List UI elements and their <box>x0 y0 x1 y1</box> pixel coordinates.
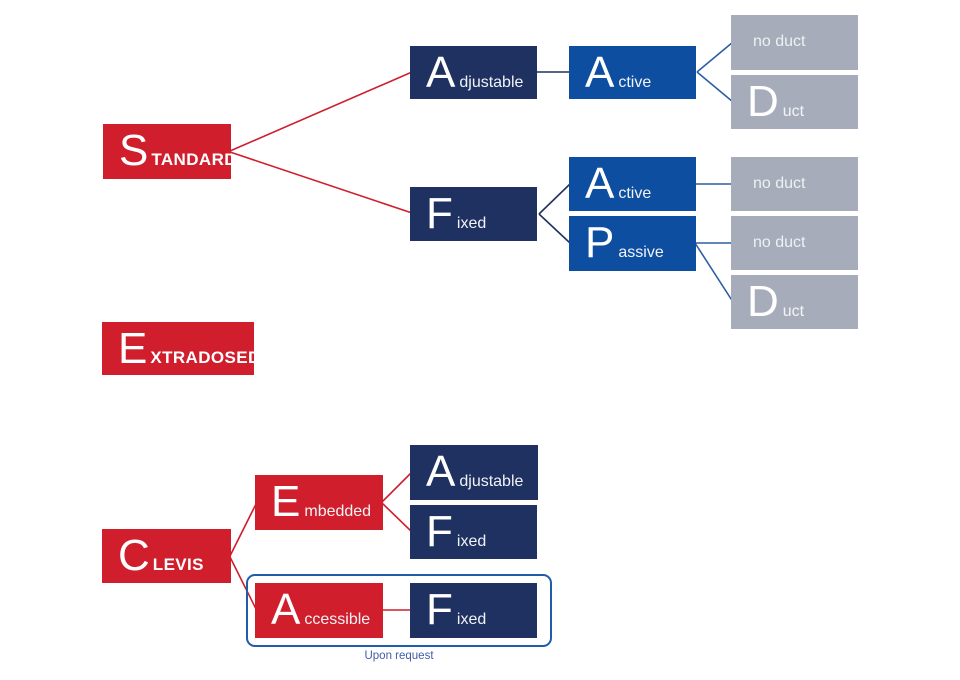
node-label: ctive <box>618 185 652 202</box>
connector-fixed-active <box>538 183 571 215</box>
node-label: XTRADOSED <box>150 348 254 367</box>
connector-clevis-embedded <box>229 501 258 557</box>
node-label: assive <box>618 244 664 261</box>
node-label: mbedded <box>304 503 372 520</box>
node-no-duct-top: no duct <box>731 15 858 70</box>
upon-request-group-outline <box>246 574 552 647</box>
node-initial: A <box>426 447 456 496</box>
connector-passive-duct <box>694 242 734 303</box>
node-initial: A <box>426 48 456 97</box>
node-initial: A <box>271 585 301 634</box>
node-initial: S <box>119 126 149 175</box>
node-initial: P <box>585 218 615 267</box>
node-initial: A <box>585 159 615 208</box>
node-initial: A <box>585 48 615 97</box>
node-initial: F <box>426 585 453 634</box>
node-label: uct <box>782 303 805 320</box>
node-label: ixed <box>456 611 487 628</box>
node-label: ccessible <box>304 611 371 628</box>
node-label: djustable <box>459 473 524 490</box>
node-initial: E <box>118 324 148 373</box>
node-label: ctive <box>618 74 652 91</box>
node-label: no duct <box>753 175 806 192</box>
node-initial: D <box>747 277 779 326</box>
node-initial: D <box>747 77 779 126</box>
connector-active-noduct-top <box>696 41 734 73</box>
node-label: ixed <box>456 215 487 232</box>
node-initial: F <box>426 507 453 556</box>
node-label: LEVIS <box>152 555 204 574</box>
node-no-duct-mid1: no duct <box>731 157 858 211</box>
node-label: uct <box>782 103 805 120</box>
node-initial: C <box>118 531 150 580</box>
node-initial: E <box>271 477 301 526</box>
node-label: djustable <box>459 74 524 91</box>
node-label: no duct <box>753 33 806 50</box>
upon-request-label: Upon request <box>364 650 434 662</box>
node-label: ixed <box>456 533 487 550</box>
connector-fixed-passive <box>538 213 571 244</box>
node-no-duct-mid2: no duct <box>731 216 858 270</box>
connector-embedded-fixed <box>381 502 413 533</box>
node-label: TANDARD <box>151 150 231 169</box>
connector-standard-fixed <box>229 151 413 214</box>
connector-active-duct-top <box>696 71 734 103</box>
node-label: no duct <box>753 234 806 251</box>
node-initial: F <box>426 189 453 238</box>
connector-standard-adjustable <box>229 71 413 152</box>
connector-embedded-adjustable <box>381 471 413 503</box>
connector-clevis-accessible <box>229 556 258 612</box>
